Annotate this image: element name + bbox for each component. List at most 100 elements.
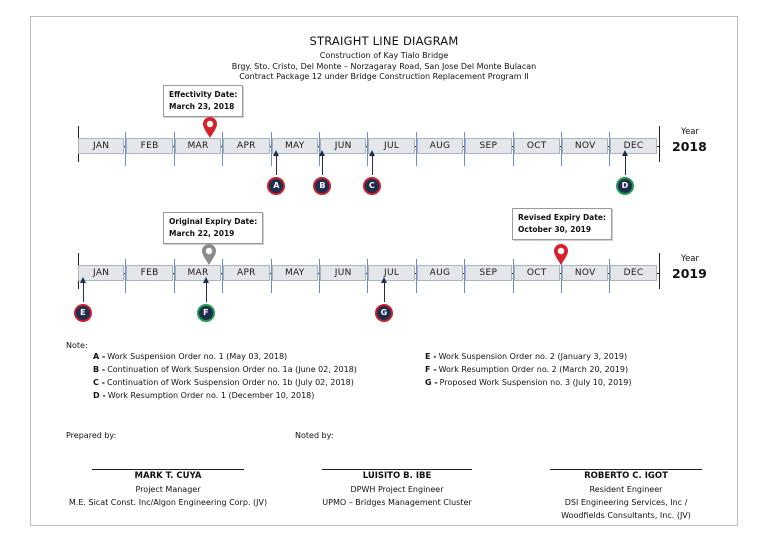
event-marker-b: B (313, 177, 332, 195)
month-cell-sep: SEP (465, 138, 512, 154)
signatory-role-1: Project Manager (135, 485, 201, 494)
event-arrow-icon (202, 277, 209, 302)
month-cell-apr: APR (223, 265, 270, 281)
month-cell-feb: FEB (126, 265, 173, 281)
month-divider (415, 259, 417, 293)
original-expiry-label: Original Expiry Date: (169, 217, 258, 226)
month-divider (222, 132, 224, 166)
note-item: A -Work Suspension Order no. 1 (May 03, … (93, 352, 287, 361)
event-marker-a: A (267, 177, 286, 195)
signature-line-1 (92, 469, 244, 470)
revised-expiry-callout: Revised Expiry Date: October 30, 2019 (512, 208, 612, 240)
month-divider (319, 259, 320, 293)
month-divider (609, 132, 611, 166)
month-divider (415, 132, 417, 166)
date-pin-icon (201, 244, 216, 265)
date-pin-icon (553, 244, 568, 265)
month-cell-oct: OCT (513, 265, 560, 281)
month-divider (319, 132, 320, 166)
effectivity-callout: Effectivity Date: March 23, 2018 (163, 85, 244, 117)
noted-by-label: Noted by: (295, 431, 334, 440)
month-cell-aug: AUG (416, 265, 464, 281)
month-cell-jul: JUL (368, 265, 415, 281)
note-text: Work Suspension Order no. 1 (May 03, 201… (107, 352, 288, 361)
year-value: 2018 (672, 139, 707, 154)
contract-package: Contract Package 12 under Bridge Constru… (239, 72, 529, 81)
month-cell-jul: JUL (368, 138, 415, 154)
diagram-title: STRAIGHT LINE DIAGRAM (309, 34, 459, 48)
note-text: Continuation of Work Suspension Order no… (107, 365, 357, 374)
timeline-end-tick (659, 126, 660, 162)
note-text: Work Resumption Order no. 1 (December 10… (107, 391, 315, 400)
revised-expiry-label: Revised Expiry Date: (518, 213, 606, 222)
note-item: C -Continuation of Work Suspension Order… (93, 378, 354, 387)
month-cell-dec: DEC (610, 265, 657, 281)
note-item: F -Work Resumption Order no. 2 (March 20… (425, 365, 628, 374)
month-cell-mar: MAR (174, 138, 222, 154)
note-text: Continuation of Work Suspension Order no… (106, 378, 354, 387)
month-divider (561, 259, 562, 293)
signatory-name-2: LUISITO B. IBE (362, 471, 432, 481)
month-cell-jun: JUN (320, 265, 367, 281)
month-divider (125, 132, 127, 166)
note-key: G - (425, 378, 438, 387)
signatory-name-1: MARK T. CUYA (134, 471, 202, 481)
signatory-org-1: M.E. Sicat Const. Inc/Algon Engineering … (68, 498, 268, 507)
effectivity-date: March 23, 2018 (169, 102, 235, 111)
timeline-end-tick (659, 253, 660, 289)
event-arrow-icon (273, 150, 280, 175)
month-divider (512, 132, 514, 166)
signature-line-2 (322, 469, 472, 470)
project-location: Brgy. Sto. Cristo, Del Monte – Norzagara… (231, 62, 537, 71)
year-label: Year (681, 254, 699, 264)
year-label: Year (681, 127, 699, 137)
month-divider (173, 132, 175, 166)
month-divider (367, 259, 369, 293)
month-divider (464, 132, 466, 166)
note-key: A - (93, 352, 106, 361)
event-arrow-icon (380, 277, 387, 302)
original-expiry-date: March 22, 2019 (169, 229, 235, 238)
month-cell-aug: AUG (416, 138, 464, 154)
note-key: D - (93, 391, 106, 400)
prepared-by-label: Prepared by: (66, 431, 117, 440)
note-item: B -Continuation of Work Suspension Order… (93, 365, 357, 374)
month-cell-nov: NOV (562, 265, 609, 281)
month-divider (222, 259, 224, 293)
note-item: E -Work Suspension Order no. 2 (January … (425, 352, 627, 361)
month-divider (367, 132, 369, 166)
month-divider (125, 259, 127, 293)
year-value: 2019 (672, 266, 707, 281)
signatory-name-3: ROBERTO C. IGOT (584, 471, 668, 481)
note-text: Work Suspension Order no. 2 (January 3, … (438, 352, 628, 361)
month-cell-apr: APR (223, 138, 270, 154)
note-key: B - (93, 365, 106, 374)
month-divider (464, 259, 466, 293)
note-item: D -Work Resumption Order no. 1 (December… (93, 391, 314, 400)
signatory-org-3: DSI Engineering Services, Inc / (564, 498, 688, 507)
note-key: C - (93, 378, 105, 387)
month-cell-oct: OCT (513, 138, 560, 154)
event-arrow-icon (621, 150, 628, 175)
month-cell-jun: JUN (320, 138, 367, 154)
project-name: Construction of Kay Tialo Bridge (319, 51, 449, 60)
signatory-role-3: Resident Engineer (589, 485, 663, 494)
month-cell-nov: NOV (562, 138, 609, 154)
month-divider (270, 132, 272, 166)
event-marker-d: D (615, 177, 634, 195)
notes-title: Note: (66, 341, 88, 350)
note-key: E - (425, 352, 437, 361)
event-marker-f: F (196, 304, 215, 322)
month-cell-may: MAY (271, 138, 318, 154)
month-cell-may: MAY (271, 265, 318, 281)
note-text: Proposed Work Suspension no. 3 (July 10,… (439, 378, 632, 387)
month-divider (173, 259, 175, 293)
month-cell-sep: SEP (465, 265, 512, 281)
signatory-org-3b: Woodfields Consultants, Inc. (JV) (561, 511, 691, 520)
event-marker-g: G (374, 304, 393, 322)
month-cell-mar: MAR (174, 265, 222, 281)
month-divider (561, 132, 562, 166)
event-marker-c: C (362, 177, 381, 195)
month-divider (270, 259, 272, 293)
signature-line-3 (550, 469, 702, 470)
